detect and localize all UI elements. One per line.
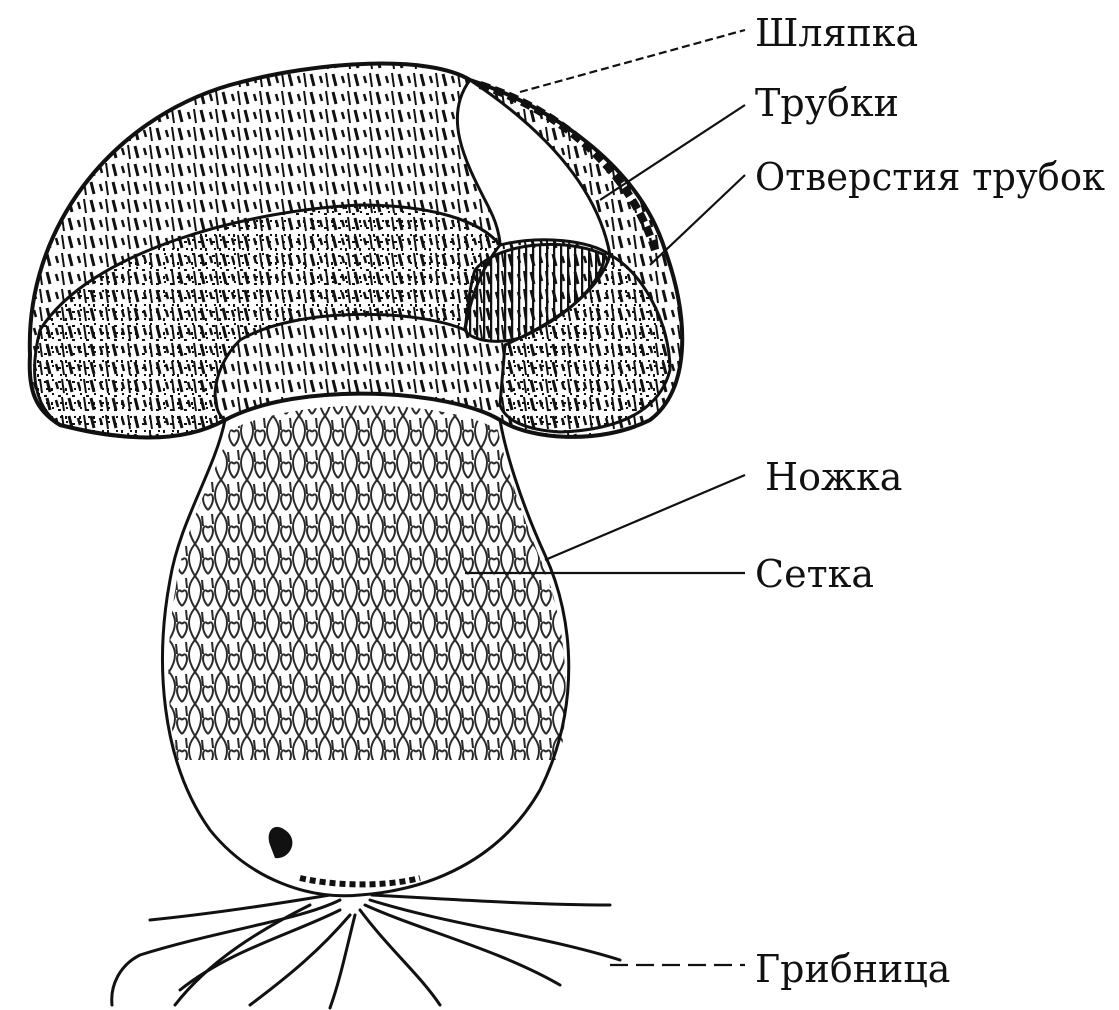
labels: Шляпка Трубки Отверстия трубок Ножка Сет… — [755, 11, 1105, 991]
leader-tubes — [600, 105, 745, 200]
label-stem: Ножка — [765, 455, 902, 499]
label-tubes: Трубки — [755, 81, 899, 125]
stem — [163, 394, 569, 896]
mycelium-roots — [112, 895, 620, 1008]
cap — [30, 64, 683, 438]
label-cap: Шляпка — [755, 11, 918, 55]
leader-pores — [650, 175, 745, 265]
label-mycelium: Грибница — [755, 947, 950, 991]
label-net: Сетка — [755, 552, 874, 596]
leader-cap — [520, 30, 745, 92]
leader-stem — [545, 475, 745, 560]
label-pores: Отверстия трубок — [755, 155, 1105, 199]
